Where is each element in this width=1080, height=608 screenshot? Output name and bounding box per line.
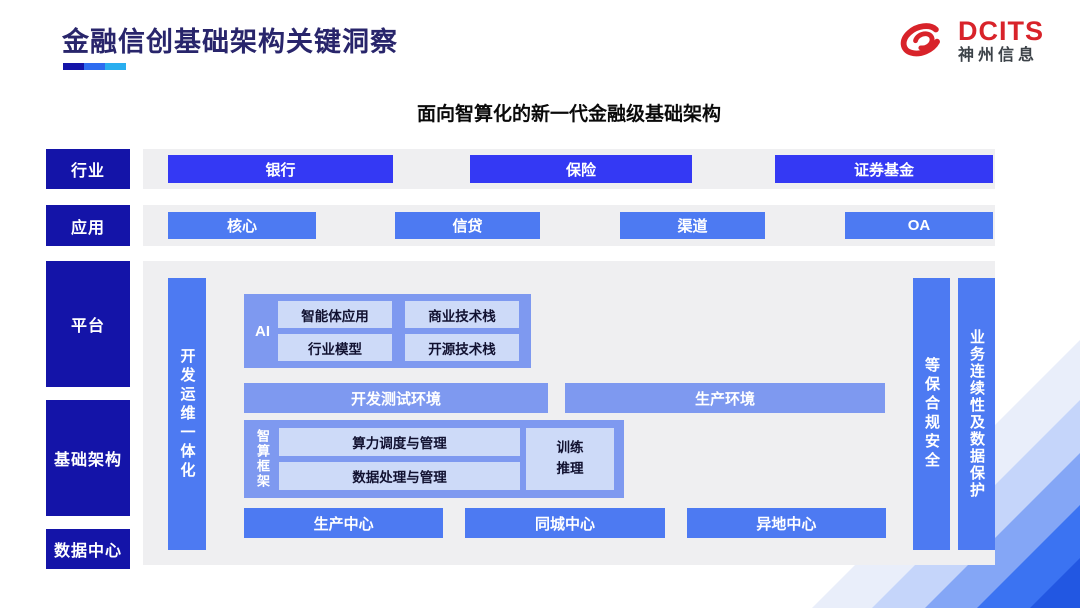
datacenter-row: 生产中心 同城中心 异地中心 (244, 508, 886, 538)
diagram-title: 面向智算化的新一代金融级基础架构 (416, 104, 721, 125)
app-box-channel: 渠道 (620, 212, 765, 239)
logo-text: DCITS 神州信息 (958, 17, 1044, 64)
rail-label-industry: 行业 (46, 149, 130, 189)
logo-swirl-icon (900, 23, 940, 57)
underline-segment-cyan (105, 63, 126, 70)
ai-items: 智能体应用 商业技术栈 行业模型 开源技术栈 (276, 294, 531, 368)
app-box-oa: OA (845, 212, 993, 239)
continuity-bar: 业务连续性及数据保护 (958, 278, 995, 550)
production-env-box: 生产环境 (565, 383, 885, 413)
training-inference-box: 训练 推理 (526, 428, 614, 490)
title-underline (63, 63, 126, 70)
opensource-stack-box: 开源技术栈 (405, 334, 519, 361)
company-logo: DCITS 神州信息 (895, 16, 1044, 66)
agent-app-box: 智能体应用 (278, 301, 392, 328)
remote-center-box: 异地中心 (686, 508, 886, 538)
data-processing-box: 数据处理与管理 (279, 462, 520, 490)
logo-company: 神州信息 (958, 46, 1039, 64)
logo-brand: DCITS (958, 16, 1044, 47)
compute-scheduling-box: 算力调度与管理 (279, 428, 520, 456)
devops-bar: 开发运维一体化 (168, 278, 206, 550)
rail-label-datacenter: 数据中心 (46, 529, 130, 569)
ai-group-label: AI (255, 322, 270, 340)
ai-group: AI 智能体应用 商业技术栈 行业模型 开源技术栈 (244, 294, 531, 368)
rail-label-application: 应用 (46, 205, 130, 246)
ai-compute-label: 智算框架 (255, 429, 270, 489)
application-strip: 核心 信贷 渠道 OA (143, 205, 995, 246)
rail-label-infrastructure: 基础架构 (46, 400, 130, 516)
security-bar: 等保合规安全 (913, 278, 950, 550)
industry-strip: 银行 保险 证券基金 (143, 149, 995, 189)
ai-compute-group: 智算框架 算力调度与管理 数据处理与管理 训练 推理 (244, 420, 624, 498)
underline-segment-blue (84, 63, 105, 70)
production-center-box: 生产中心 (244, 508, 444, 538)
platform-groups-row: 数据库 集中式 分布式 数据分析 数据仓库 数据湖 AI 智能体应用 商业技术栈 (244, 294, 885, 368)
industry-box-insurance: 保险 (470, 155, 692, 183)
ai-compute-items: 算力调度与管理 数据处理与管理 (277, 421, 526, 497)
industry-box-securities: 证券基金 (775, 155, 993, 183)
industry-model-box: 行业模型 (278, 334, 392, 361)
rail-label-platform: 平台 (46, 261, 130, 387)
devtest-env-box: 开发测试环境 (244, 383, 548, 413)
page-title: 金融信创基础架构关键洞察 (62, 27, 398, 57)
app-box-credit: 信贷 (395, 212, 540, 239)
main-panel: 开发运维一体化 等保合规安全 业务连续性及数据保护 数据库 集中式 分布式 数据… (143, 261, 995, 565)
underline-segment-navy (63, 63, 84, 70)
samecity-center-box: 同城中心 (465, 508, 665, 538)
industry-box-bank: 银行 (168, 155, 393, 183)
commercial-stack-box: 商业技术栈 (405, 301, 519, 328)
app-box-core: 核心 (168, 212, 316, 239)
infra-groups-row: 通算框架 虚拟化 云 智算框架 算力调度与管理 数据处理与管理 训练 推理 (244, 420, 885, 498)
